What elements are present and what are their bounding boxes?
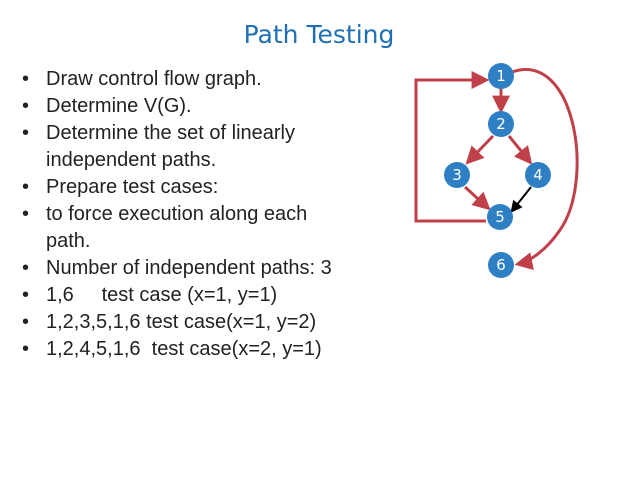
bullet-item: to force execution along each path. [22,201,412,255]
bullet-text: Number of independent paths: 3 [46,257,332,279]
bullet-text: to force execution along each [46,203,308,225]
bullet-item: Number of independent paths: 3 [22,255,412,282]
graph-node: 1 [488,63,514,89]
edge-2-3 [465,134,495,165]
slide-title: Path Testing [243,20,395,49]
edge-4-5 [510,186,532,213]
node-label: 4 [533,166,543,184]
bullet-item: Prepare test cases: [22,174,412,201]
bullet-text: Determine the set of linearly [46,122,296,144]
edge-1-6-curve [511,68,579,270]
bullet-text: Draw control flow graph. [46,68,262,90]
graph-node: 5 [487,204,513,230]
bullet-continuation: independent paths. [46,149,217,171]
bullet-item: 1,2,4,5,1,6 test case(x=2, y=1) [22,336,412,363]
bullet-text: 1,6 test case (x=1, y=1) [46,284,278,306]
node-label: 6 [496,256,506,274]
graph-node: 3 [444,162,470,188]
bullet-text: Determine V(G). [46,95,192,117]
bullet-item: 1,2,3,5,1,6 test case(x=1, y=2) [22,309,412,336]
bullet-item: Determine the set of linearly independent… [22,120,412,174]
edge-5-1-loop [414,71,490,223]
bullet-text: Prepare test cases: [46,176,219,198]
node-label: 3 [452,166,462,184]
bullet-list: Draw control flow graph. Determine V(G).… [22,66,412,363]
bullet-continuation: path. [46,230,91,252]
control-flow-graph: 1 2 3 4 5 6 [414,63,579,278]
bullet-text: 1,2,4,5,1,6 test case(x=2, y=1) [46,338,322,360]
node-label: 5 [495,208,505,226]
graph-node: 4 [525,162,551,188]
bullet-item: 1,6 test case (x=1, y=1) [22,282,412,309]
edge-3-5 [463,185,491,211]
bullet-item: Determine V(G). [22,93,412,120]
graph-node: 6 [488,252,514,278]
bullet-text: 1,2,3,5,1,6 test case(x=1, y=2) [46,311,317,333]
node-label: 1 [496,67,506,85]
node-label: 2 [496,115,506,133]
graph-node: 2 [488,111,514,137]
bullet-item: Draw control flow graph. [22,66,412,93]
edge-2-4 [507,135,533,165]
